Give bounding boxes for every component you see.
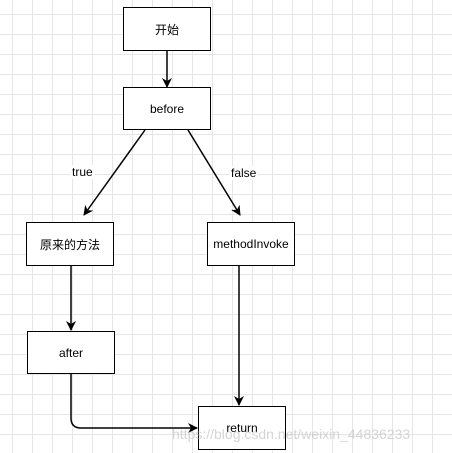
edge-before-original — [83, 129, 146, 216]
start-node-label: 开始 — [154, 22, 179, 37]
watermark: https://blog.csdn.net/weixin_44836233 — [172, 426, 411, 442]
before-node-label: before — [149, 101, 185, 116]
original-method-node: 原来的方法 — [26, 222, 114, 266]
after-node-label: after — [58, 345, 83, 360]
before-node: before — [123, 87, 211, 130]
after-node: after — [27, 331, 115, 374]
edge-label-false: false — [229, 166, 259, 180]
method-invoke-node-label: methodInvoke — [213, 237, 289, 251]
return-node: return — [198, 406, 286, 450]
return-node-label: return — [226, 421, 258, 435]
edge-after-return — [70, 374, 198, 433]
edge-before-methodinvoke — [187, 129, 241, 216]
edge-label-true: true — [70, 165, 95, 179]
method-invoke-node: methodInvoke — [207, 222, 295, 266]
start-node: 开始 — [123, 7, 211, 51]
original-method-node-label: 原来的方法 — [39, 237, 100, 252]
